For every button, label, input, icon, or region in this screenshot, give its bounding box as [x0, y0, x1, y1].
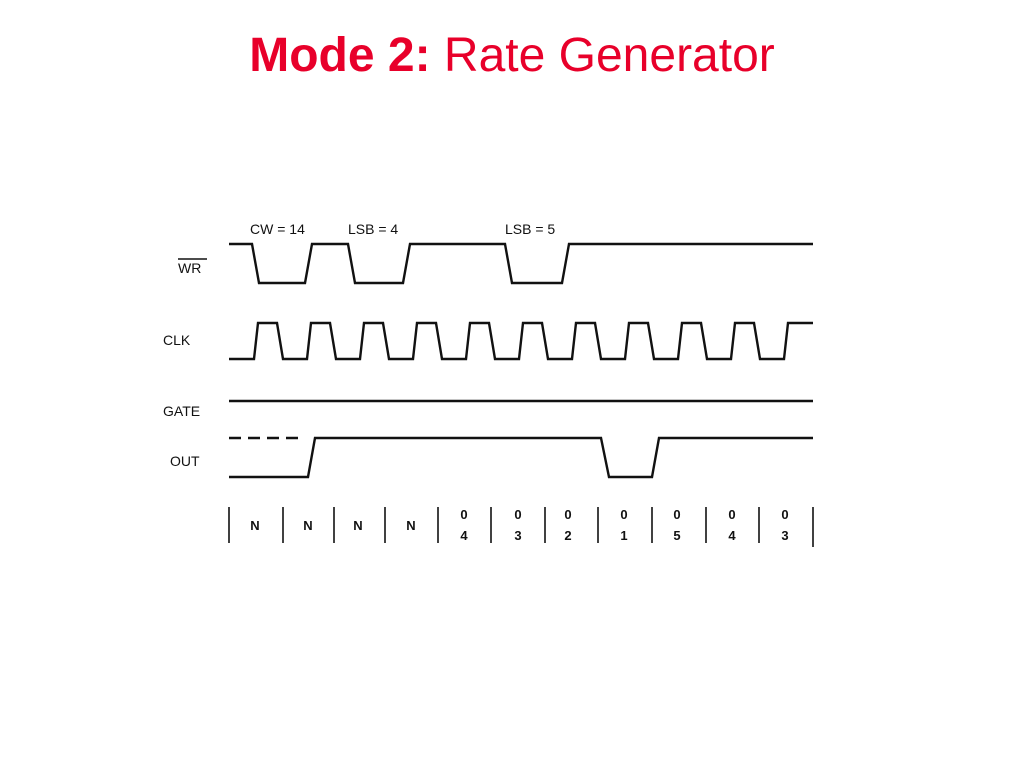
count-cell-4: N: [406, 518, 415, 533]
count-cell-3: N: [353, 518, 362, 533]
title-name: Rate Generator: [443, 29, 775, 82]
count-cell-1: N: [250, 518, 259, 533]
annotation-cw: CW = 14: [250, 221, 305, 237]
annotation-lsb-4: LSB = 4: [348, 221, 398, 237]
count-cell-7-top: 0: [564, 507, 571, 522]
wr-waveform: [229, 242, 813, 285]
count-cell-11-top: 0: [781, 507, 788, 522]
annotation-lsb-5: LSB = 5: [505, 221, 555, 237]
gate-label: GATE: [163, 403, 200, 419]
slide-title: Mode 2: Rate Generator: [0, 29, 1024, 83]
count-cell-7-bottom: 2: [564, 528, 571, 543]
count-cell-2: N: [303, 518, 312, 533]
count-cell-6-top: 0: [514, 507, 521, 522]
count-cell-10-top: 0: [728, 507, 735, 522]
out-waveform: [229, 436, 813, 479]
count-cell-8-top: 0: [620, 507, 627, 522]
clk-label: CLK: [163, 332, 191, 348]
count-cell-9-top: 0: [673, 507, 680, 522]
title-mode: Mode 2:: [249, 29, 431, 82]
count-dividers: [228, 507, 814, 547]
count-cell-11-bottom: 3: [781, 528, 788, 543]
count-row: N N N N 0 4 0 3 0 2 0 1 0 5 0 4 0 3: [250, 507, 788, 543]
count-cell-8-bottom: 1: [620, 528, 627, 543]
wr-label: WR: [178, 260, 201, 276]
out-label: OUT: [170, 453, 200, 469]
clk-waveform: [229, 321, 813, 361]
count-cell-10-bottom: 4: [728, 528, 736, 543]
count-cell-6-bottom: 3: [514, 528, 521, 543]
count-cell-9-bottom: 5: [673, 528, 680, 543]
count-cell-5-bottom: 4: [460, 528, 468, 543]
count-cell-5-top: 0: [460, 507, 467, 522]
